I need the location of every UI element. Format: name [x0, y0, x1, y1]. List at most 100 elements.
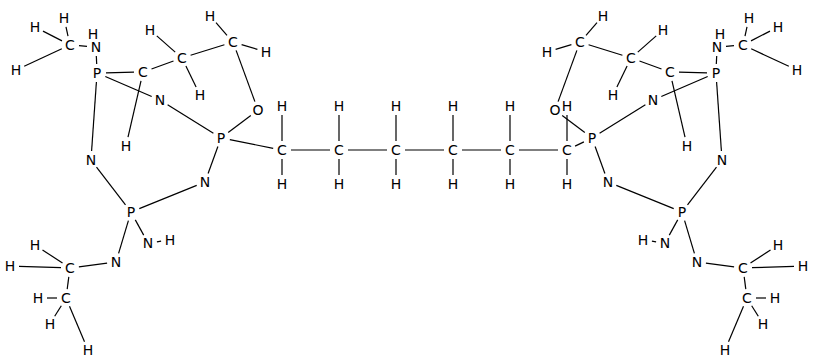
bond-line — [338, 159, 339, 175]
atom-label: N — [155, 93, 165, 107]
atom-label: C — [61, 291, 71, 305]
bond-line — [452, 159, 453, 175]
bond-line — [216, 23, 227, 36]
bond-line — [395, 159, 396, 175]
bond-line — [168, 105, 214, 133]
atom-label: H — [5, 259, 16, 273]
atom-label: H — [205, 9, 216, 23]
bond-line — [669, 220, 677, 235]
bond-line — [405, 149, 444, 150]
atom-label: H — [88, 27, 99, 41]
atom-label: P — [217, 131, 225, 145]
atom-label: H — [391, 99, 402, 113]
bond-line — [96, 56, 98, 64]
bond-line — [152, 61, 174, 69]
bond-line — [716, 56, 718, 64]
bond-line — [43, 250, 63, 263]
bond-line — [157, 36, 175, 52]
bond-line — [752, 306, 759, 317]
atom-label: C — [562, 143, 572, 157]
atom-label: H — [30, 20, 41, 34]
atom-label: H — [391, 177, 402, 191]
atom-label: H — [195, 88, 206, 102]
bond-line — [558, 50, 577, 101]
bond-line — [348, 149, 387, 150]
bond-line — [79, 263, 107, 267]
bond-line — [139, 185, 196, 208]
bond-line — [92, 82, 97, 151]
atom-label: H — [542, 45, 553, 59]
atom-label: P — [93, 66, 101, 80]
bond-line — [230, 140, 273, 149]
atom-label: N — [603, 175, 613, 189]
atom-label: C — [505, 143, 515, 157]
bond-line — [191, 45, 225, 56]
bond-line — [756, 297, 766, 298]
bond-line — [242, 45, 258, 50]
atom-label: H — [59, 11, 70, 25]
atom-label: H — [773, 238, 784, 252]
atom-label: H — [334, 99, 345, 113]
atom-label: C — [448, 143, 458, 157]
atom-label: H — [562, 177, 573, 191]
bond-line — [395, 115, 396, 141]
bond-line — [751, 49, 789, 66]
atom-label: H — [334, 177, 345, 191]
bond-line — [566, 159, 567, 175]
atom-label: C — [177, 51, 187, 65]
atom-label: C — [228, 35, 238, 49]
atom-label: C — [742, 291, 752, 305]
bond-line — [509, 159, 510, 175]
atom-label: H — [562, 99, 573, 113]
bond-line — [186, 66, 196, 87]
bond-line — [208, 147, 218, 174]
atom-label: N — [143, 236, 153, 250]
bond-line — [595, 147, 605, 174]
bond-line — [228, 115, 251, 132]
bond-line — [106, 72, 134, 74]
bond-line — [562, 115, 585, 132]
bond-line — [19, 266, 61, 267]
atom-label: P — [712, 66, 720, 80]
atom-label: N — [86, 153, 96, 167]
atom-label: N — [91, 40, 101, 54]
bond-line — [752, 266, 794, 267]
bond-line — [509, 115, 510, 141]
bond-line — [729, 306, 744, 341]
bond-line — [566, 115, 567, 141]
bond-line — [575, 142, 584, 146]
bond-line — [281, 159, 282, 175]
atom-label: C — [575, 35, 585, 49]
atom-label: H — [261, 45, 272, 59]
bond-line — [745, 27, 747, 36]
bond-line — [157, 241, 161, 243]
atom-label: H — [277, 99, 288, 113]
atom-label: H — [165, 233, 176, 247]
bond-line — [105, 77, 151, 97]
bond-line — [589, 45, 623, 56]
atom-label: P — [588, 131, 596, 145]
atom-label: P — [127, 205, 135, 219]
bond-line — [43, 31, 62, 41]
bond-line — [24, 49, 62, 66]
atom-label: C — [138, 65, 148, 79]
bond-line — [679, 72, 707, 74]
bond-line — [67, 277, 69, 289]
bond-line — [66, 27, 68, 36]
bond-line — [640, 61, 662, 69]
atom-label: H — [792, 63, 803, 77]
bond-line — [751, 250, 771, 263]
bond-line — [744, 277, 746, 289]
atom-label: C — [65, 38, 75, 52]
atom-label: N — [111, 255, 121, 269]
atom-label: H — [45, 317, 56, 331]
bond-line — [55, 306, 62, 317]
atom-label: C — [391, 143, 401, 157]
atom-label: H — [448, 177, 459, 191]
bond-line — [617, 66, 627, 87]
atom-label: H — [715, 27, 726, 41]
atom-label: H — [773, 20, 784, 34]
bond-line — [751, 31, 770, 41]
